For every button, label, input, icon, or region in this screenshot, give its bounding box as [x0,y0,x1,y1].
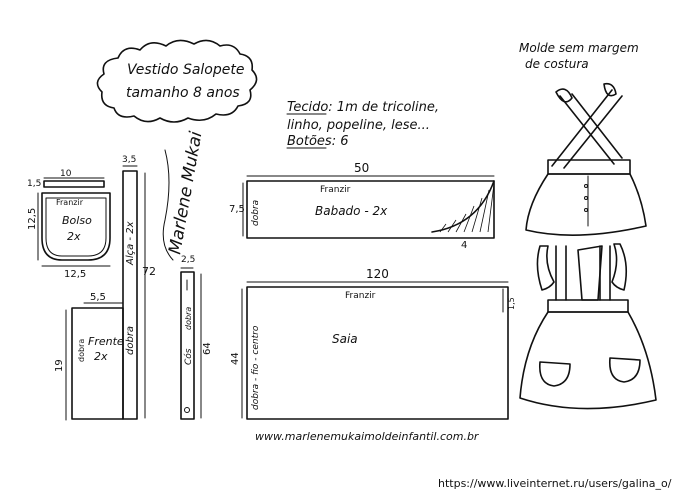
bolso-width-label: 12,5 [64,269,86,280]
fabric-line-1: Tecido: 1m de tricoline, [287,100,439,115]
title-cloud-outline [96,39,258,123]
piece-cos: 2,5 Cós dobra 64 [180,255,213,420]
saia-side-label: 1,5 [507,297,516,310]
signature-flourish [162,149,174,261]
cos-length-label: 64 [202,342,213,355]
piece-tab: 10 1,5 [27,169,105,189]
babado-hatch [439,183,495,233]
watermark-url: https://www.liveinternet.ru/users/galina… [438,477,672,490]
front-waistband [547,299,629,313]
cos-width-label: 2,5 [181,255,195,265]
bolso-inner [45,197,107,257]
piece-frente: 5,5 Frente 2x 19 dobra [54,292,124,421]
babado-curve [431,180,495,233]
fabric-line-3: Botões: 6 [287,134,348,149]
front-bib [577,245,603,301]
signature: Marlene Mukai [162,130,207,261]
babado-name: Babado - 2x [315,204,388,218]
back-ruffle-left [555,88,573,103]
babado-outline [246,180,495,239]
front-skirt [519,311,657,410]
piece-saia: 120 Franzir Saia dobra - fio - centro 44… [230,267,516,420]
back-strap-a [559,95,615,165]
babado-width-label: 50 [354,161,369,175]
bolso-gather-label: Franzir [56,198,84,207]
fabric-note: Tecido: 1m de tricoline, linho, popeline… [286,100,439,149]
alca-length-label: 72 [142,265,156,278]
tab-rect [43,180,105,188]
alca-width-label: 3,5 [122,155,136,165]
saia-outline [246,286,509,420]
dress-back-illustration [525,82,647,236]
frente-name: Frente [88,335,124,348]
bolso-count: 2x [67,230,81,243]
frente-width-label: 5,5 [90,292,106,303]
title-line-1: Vestido Salopete [127,62,244,78]
frente-height-label: 19 [54,359,65,372]
bolso-height-label: 12,5 [27,208,38,230]
alca-fold: dobra [125,326,136,355]
front-pocket-right [608,357,641,383]
babado-cut-label: 4 [461,240,467,251]
tab-height-label: 1,5 [27,179,41,189]
signature-text: Marlene Mukai [165,130,206,256]
front-strap-left [555,245,567,301]
footer-url: www.marlenemukaimoldeinfantil.com.br [255,430,480,443]
babado-gather: Franzir [320,185,351,195]
bolso-name: Bolso [62,214,92,227]
front-ruffle-left [536,245,555,291]
model-note: Molde sem margem de costura [519,41,639,71]
back-waistband [547,159,631,175]
back-ruffle-right [603,82,617,97]
frente-fold: dobra [77,339,86,362]
piece-alca: 3,5 Alça - 2x dobra 72 [122,155,156,420]
bolso-outline [41,192,111,261]
model-note-line-1: Molde sem margem [519,41,639,55]
back-strap-c [551,89,613,167]
piece-babado: 50 Franzir Babado - 2x dobra 7,5 4 [229,161,495,251]
frente-count: 2x [94,350,108,363]
fabric-line-2: linho, popeline, lese... [287,118,430,133]
front-pocket-left [538,361,571,387]
title-line-2: tamanho 8 anos [126,85,240,101]
back-button-1 [584,184,588,188]
back-button-3 [584,208,588,212]
saia-height-label: 44 [230,352,241,365]
model-note-line-2: de costura [525,57,589,71]
saia-name: Saia [332,332,358,346]
dress-front-illustration [519,243,657,410]
frente-outline [71,307,124,420]
alca-name: Alça - 2x [125,221,136,266]
saia-width-label: 120 [366,267,389,281]
alca-outline [122,170,138,420]
cos-button-mark [184,407,190,413]
back-skirt [525,173,647,236]
saia-gather: Franzir [345,291,376,301]
cos-fold: dobra [184,307,193,330]
back-strap-d [563,95,623,169]
saia-fold: dobra - fio - centro [251,325,261,410]
babado-height-label: 7,5 [229,204,245,215]
cos-name: Cós [183,348,194,365]
tab-width-label: 10 [60,169,72,179]
cos-outline [180,271,195,420]
front-ruffle-right [611,243,628,291]
title-cloud: Vestido Salopete tamanho 8 anos [96,39,258,123]
back-button-2 [584,196,588,200]
babado-fold: dobra [251,200,261,226]
piece-bolso: Franzir Bolso 2x 12,5 12,5 [27,192,111,280]
